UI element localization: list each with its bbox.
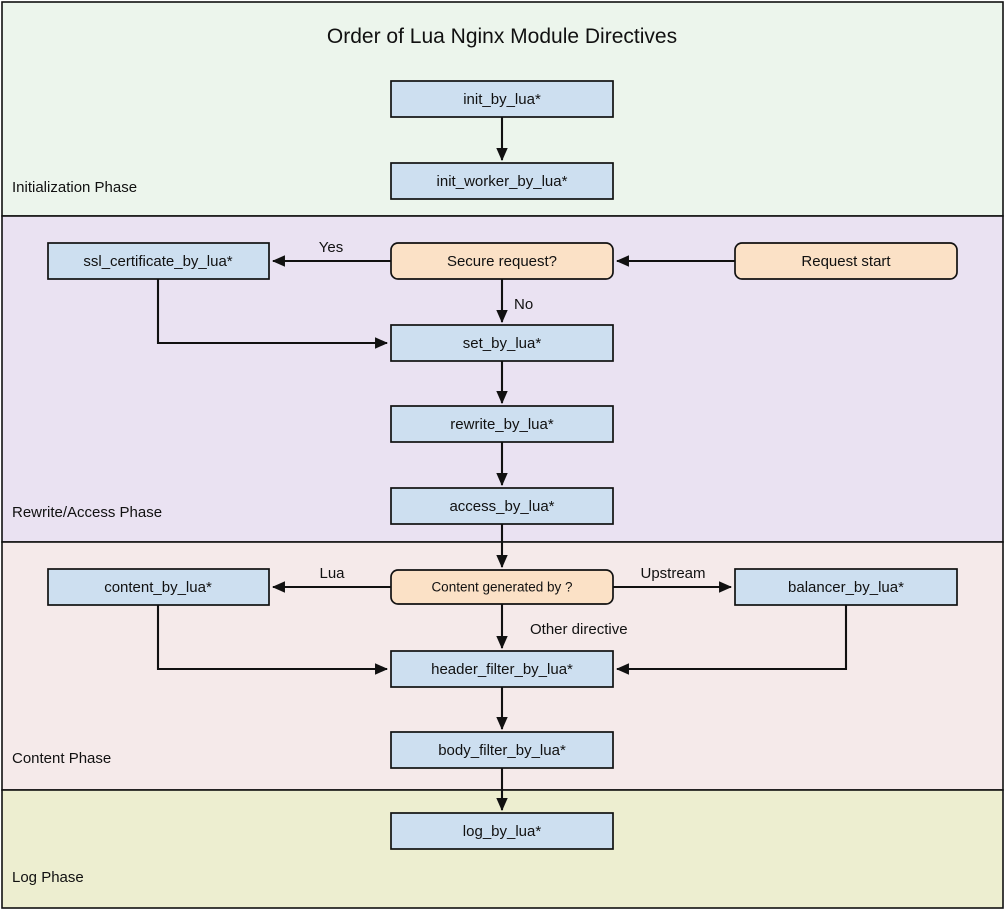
node-header-filter-by-lua-label: header_filter_by_lua* [431, 661, 573, 678]
node-rewrite-by-lua-label: rewrite_by_lua* [450, 416, 554, 433]
band-rewrite-access-label: Rewrite/Access Phase [12, 504, 162, 521]
node-body-filter-by-lua-label: body_filter_by_lua* [438, 742, 566, 759]
node-access-by-lua-label: access_by_lua* [449, 498, 554, 515]
node-rewrite-by-lua[interactable]: rewrite_by_lua* [390, 405, 614, 443]
node-request-start-rect[interactable] [734, 242, 958, 280]
edge-balancer-to-header-filter [615, 605, 848, 675]
node-content-generated-by-rect[interactable] [390, 569, 614, 605]
node-ssl-certificate-by-lua[interactable]: ssl_certificate_by_lua* [47, 242, 270, 280]
node-secure-request[interactable]: Secure request? [390, 242, 614, 280]
node-set-by-lua[interactable]: set_by_lua* [390, 324, 614, 362]
band-initialization-label: Initialization Phase [12, 179, 137, 196]
node-init-worker-by-lua-label: init_worker_by_lua* [437, 173, 568, 190]
node-content-generated-by[interactable]: Content generated by ? [390, 569, 614, 605]
node-content-by-lua[interactable]: content_by_lua* [47, 568, 270, 606]
node-init-by-lua[interactable]: init_by_lua* [390, 80, 614, 118]
node-header-filter-by-lua[interactable]: header_filter_by_lua* [390, 650, 614, 688]
node-set-by-lua-rect[interactable] [390, 324, 614, 362]
node-access-by-lua[interactable]: access_by_lua* [390, 487, 614, 525]
node-content-by-lua-rect[interactable] [47, 568, 270, 606]
node-ssl-certificate-by-lua-rect[interactable] [47, 242, 270, 280]
node-content-by-lua-label: content_by_lua* [104, 579, 212, 596]
node-rewrite-by-lua-rect[interactable] [390, 405, 614, 443]
node-init-by-lua-label: init_by_lua* [463, 91, 541, 108]
edge-label-upstream: Upstream [640, 565, 705, 582]
band-content-label: Content Phase [12, 750, 111, 767]
node-set-by-lua-label: set_by_lua* [463, 335, 542, 352]
node-content-generated-by-label: Content generated by ? [431, 580, 572, 595]
node-balancer-by-lua[interactable]: balancer_by_lua* [734, 568, 958, 606]
node-body-filter-by-lua-rect[interactable] [390, 731, 614, 769]
edge-label-no: No [514, 296, 533, 313]
band-log-label: Log Phase [12, 869, 84, 886]
edge-layer: Yes No Lua Upstream Other directive [156, 117, 848, 812]
node-layer: init_by_lua* init_worker_by_lua* Request… [47, 80, 958, 850]
node-init-by-lua-rect[interactable] [390, 80, 614, 118]
edge-label-yes: Yes [319, 239, 343, 256]
node-log-by-lua-label: log_by_lua* [463, 823, 542, 840]
edge-ssl-certificate-to-set [156, 279, 389, 349]
node-header-filter-by-lua-rect[interactable] [390, 650, 614, 688]
node-balancer-by-lua-label: balancer_by_lua* [788, 579, 904, 596]
edge-label-lua: Lua [319, 565, 345, 582]
node-access-by-lua-rect[interactable] [390, 487, 614, 525]
node-secure-request-rect[interactable] [390, 242, 614, 280]
edge-content-to-header-filter [156, 605, 389, 675]
page-title: Order of Lua Nginx Module Directives [327, 25, 677, 48]
node-log-by-lua[interactable]: log_by_lua* [390, 812, 614, 850]
node-init-worker-by-lua-rect[interactable] [390, 162, 614, 200]
node-secure-request-label: Secure request? [447, 253, 557, 270]
node-body-filter-by-lua[interactable]: body_filter_by_lua* [390, 731, 614, 769]
node-log-by-lua-rect[interactable] [390, 812, 614, 850]
node-init-worker-by-lua[interactable]: init_worker_by_lua* [390, 162, 614, 200]
edge-label-other-directive: Other directive [530, 621, 628, 638]
node-request-start-label: Request start [801, 253, 891, 270]
node-balancer-by-lua-rect[interactable] [734, 568, 958, 606]
node-request-start[interactable]: Request start [734, 242, 958, 280]
node-ssl-certificate-by-lua-label: ssl_certificate_by_lua* [83, 253, 232, 270]
